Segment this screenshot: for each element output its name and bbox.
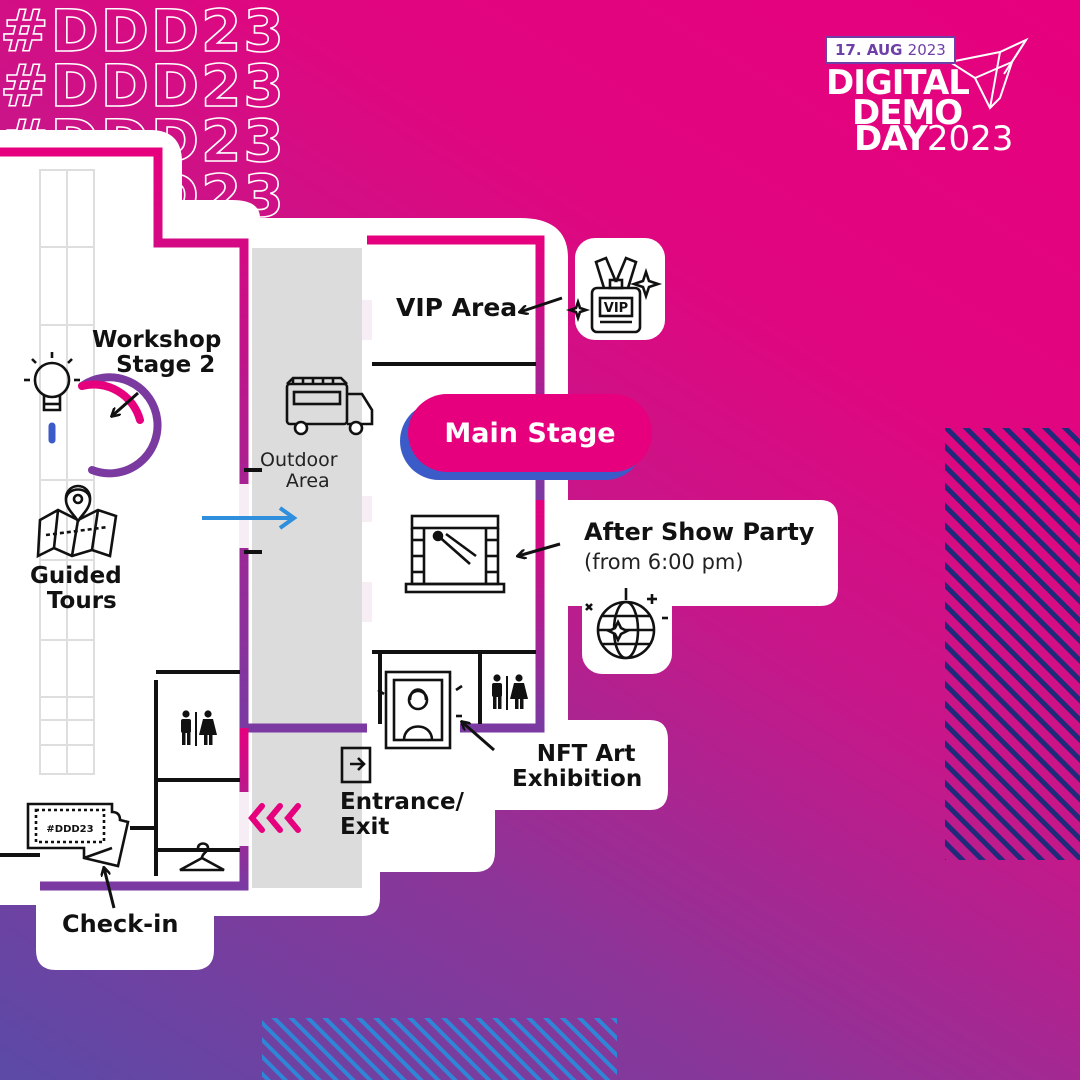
disco-ball-icon [585,588,668,660]
bird-logo [947,37,1029,110]
workshop-label-line1: Workshop [92,327,222,353]
event-date: 17. AUG [835,41,903,59]
outdoor-area-label: Outdoor Area [260,450,338,491]
stage-icon [404,514,506,594]
interior-walls-stubs [244,468,262,554]
hashtag-watermark: #DDD23 [0,52,286,120]
outdoor-label-line2: Area [285,469,330,492]
logo-digital: DIGITAL [826,63,970,103]
logo-year: 2023 [926,119,1014,159]
vip-badge-icon [565,256,663,334]
ticket-icon [26,802,130,868]
flow-arrow-head [278,506,298,530]
workshop-stage-arc [78,373,162,478]
interior-walls [0,362,536,876]
outdoor-label-line1: Outdoor [260,449,338,471]
after-show-label: After Show Party [584,518,815,546]
stripes-decoration [262,1018,617,1080]
main-stage-badge: Main Stage [408,394,652,472]
entrance-chevrons [248,803,301,833]
workshop-stage-label: Workshop Stage 2 [92,328,221,378]
checkin-label: Check-in [62,910,179,938]
coat-hanger-icon [179,842,225,872]
guided-label-line1: Guided [30,563,122,589]
food-truck-icon [285,376,374,436]
painting-icon [377,670,463,750]
entrance-exit-label: Entrance/ Exit [340,790,464,840]
stripes-decoration [945,428,1080,860]
logo-day-line: DAY2023 [854,122,1013,156]
event-date-badge: 17. AUG 2023 [825,36,956,64]
entrance-label-line1: Entrance/ [340,789,464,815]
ticket-label: #DDD23 [46,824,93,835]
door-exit-icon [340,746,372,784]
hashtag-watermark: #DDD23 [0,0,286,65]
vip-area-label: VIP Area [396,293,518,322]
workshop-stage-arc-top [78,380,144,424]
logo-day: DAY [854,119,928,159]
restroom-icon [492,674,528,710]
lightbulb-icon [24,352,80,444]
guided-label-line2: Tours [46,587,117,614]
nft-label-line1: NFT Art [536,741,636,767]
map-icon [36,484,118,559]
nft-label-line2: Exhibition [512,765,643,792]
guided-tours-label: Guided Tours [30,564,122,614]
event-date-year: 2023 [907,41,946,59]
after-show-time: (from 6:00 pm) [584,550,744,574]
nft-exhibition-label: NFT Art Exhibition [512,742,642,792]
restroom-icon [181,710,217,746]
entrance-label-line2: Exit [340,813,390,840]
pointer-arrows [104,296,563,909]
logo-demo: DEMO [852,93,963,133]
vip-badge-label: VIP [604,301,628,316]
workshop-label-line2: Stage 2 [116,351,216,378]
